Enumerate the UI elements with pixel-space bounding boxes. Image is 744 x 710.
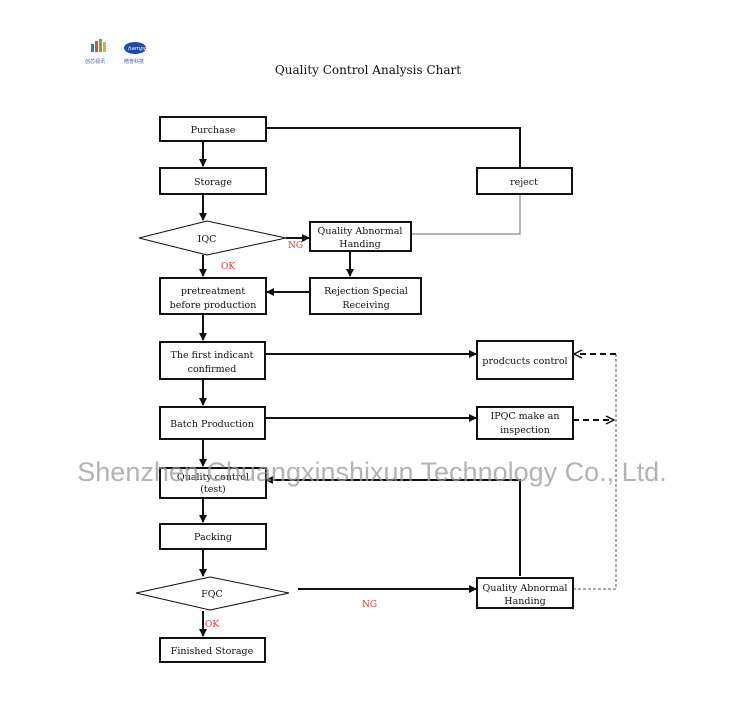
label-products-control: prodcucts control (482, 356, 567, 367)
node-reject (476, 167, 573, 195)
node-quality-control-test (159, 467, 267, 499)
label-first-indicant-line2: confirmed (188, 364, 237, 375)
node-pretreatment (159, 277, 267, 315)
label-reject: reject (510, 177, 538, 188)
edge-qa-handing-reject (411, 194, 521, 235)
node-packing (159, 523, 267, 550)
node-finished-storage (159, 637, 266, 663)
label-pretreatment-line2: before production (170, 300, 257, 311)
label-first-indicant-line1: The first indicant (171, 350, 254, 361)
edge-reject-purchase (239, 124, 521, 168)
node-fqc (135, 576, 290, 611)
label-qa-handing-1-line2: Handing (339, 239, 380, 250)
node-batch-production (159, 406, 266, 440)
label-ipqc-line1: IPQC make an (490, 411, 559, 422)
logo-bar-icon (99, 39, 102, 52)
label-purchase: Purchase (191, 125, 236, 136)
label-iqc: IQC (198, 234, 217, 245)
label-pretreatment-line1: pretreatment (181, 286, 245, 297)
node-iqc (138, 220, 287, 256)
logo-bar-icon (103, 42, 106, 52)
node-storage (159, 167, 267, 195)
label-quality-control-line1: Quality control (177, 472, 249, 483)
node-ipqc (476, 406, 574, 440)
edge-qa-handing-quality-control (265, 476, 521, 576)
node-qa-handing-2 (476, 577, 574, 609)
label-qa-handing-1-line1: Quality Abnormal (318, 226, 403, 237)
node-purchase (159, 116, 267, 142)
label-ipqc-line2: inspection (500, 425, 550, 436)
label-qa-handing-2-line2: Handing (504, 596, 545, 607)
dashed-qa-to-right (573, 354, 617, 590)
edge-label-fqc-ng: NG (362, 600, 377, 610)
edge-label-iqc-ng: NG (288, 241, 303, 251)
label-fqc: FQC (201, 589, 223, 600)
watermark-text: Shenzhen Chuangxinshixun Technology Co.,… (77, 457, 666, 487)
label-rejection-line1: Rejection Special (324, 286, 408, 297)
label-quality-control-line2: (test) (200, 484, 226, 495)
page-title: Quality Control Analysis Chart (275, 63, 461, 77)
logo-bar-icon (95, 41, 98, 52)
label-qa-handing-2-line1: Quality Abnormal (483, 583, 568, 594)
edge-label-iqc-ok: OK (221, 262, 235, 272)
node-rejection-receiving (309, 277, 422, 315)
label-storage: Storage (194, 177, 232, 188)
logo-oval-icon (124, 42, 146, 54)
logo-hampo: hampo 皓普科技 (124, 42, 148, 65)
node-labels: Purchase Storage reject IQC Quality Abno… (170, 125, 568, 657)
logo-right-mark: hampo (128, 46, 148, 52)
node-qa-handing-1 (309, 221, 412, 252)
dashed-feedback (573, 354, 617, 590)
logo-left-caption: 创芯视讯 (85, 58, 105, 65)
label-rejection-line2: Receiving (342, 300, 389, 311)
edge-label-fqc-ok: OK (205, 620, 219, 630)
connectors (199, 124, 521, 637)
logo-chuangxin: 创芯视讯 (85, 39, 106, 65)
label-finished-storage: Finished Storage (171, 646, 254, 657)
label-packing: Packing (194, 532, 232, 543)
node-products-control (476, 340, 574, 380)
logo-bar-icon (91, 44, 94, 52)
node-first-indicant (159, 341, 266, 380)
label-batch-production: Batch Production (170, 419, 254, 430)
logo-right-caption: 皓普科技 (124, 58, 144, 65)
